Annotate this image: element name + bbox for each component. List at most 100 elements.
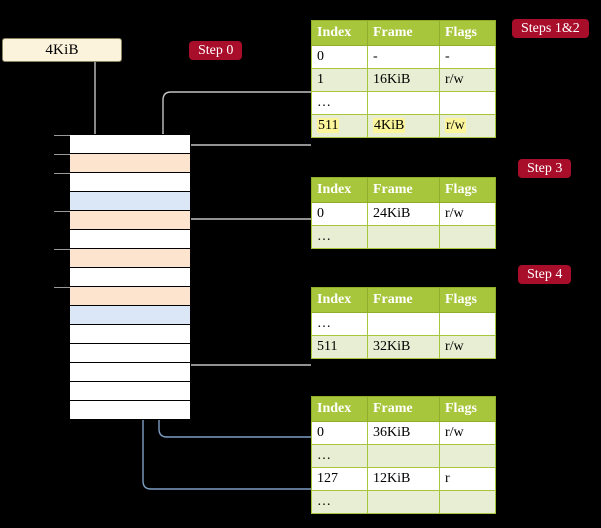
memory-row-tick-0 (54, 135, 70, 136)
cell-flags: r/w (439, 335, 496, 359)
cell-flags: r/w (439, 68, 496, 92)
memory-row-3 (70, 192, 190, 211)
cell-frame (367, 91, 440, 115)
cell-flags: r/w (439, 421, 496, 445)
cell-index: … (311, 91, 368, 115)
cell-index: 1 (311, 68, 368, 92)
table-row: … (311, 91, 496, 115)
memory-row-tick-6 (54, 249, 70, 250)
cell-frame (367, 444, 440, 468)
cell-frame: 16KiB (367, 68, 440, 92)
column-header-flags: Flags (439, 20, 496, 46)
memory-row-9 (70, 306, 190, 325)
cell-flags: r/w (439, 202, 496, 226)
cell-frame: 24KiB (367, 202, 440, 226)
cell-frame (367, 490, 440, 514)
cell-flags: r/w (439, 114, 496, 138)
cell-index: … (311, 490, 368, 514)
cell-index: … (311, 444, 368, 468)
memory-row-tick-8 (54, 287, 70, 288)
memory-row-4 (54, 211, 190, 230)
table-row: … (311, 312, 496, 336)
memory-column (54, 134, 191, 420)
cell-index: … (311, 225, 368, 249)
memory-row-6 (54, 249, 190, 268)
column-header-frame: Frame (367, 287, 440, 313)
table-row: … (311, 490, 496, 514)
cell-flags: r (439, 467, 496, 491)
badge-step-0-label: Step 0 (198, 43, 234, 58)
cell-frame (367, 225, 440, 249)
column-header-frame: Frame (367, 396, 440, 422)
memory-row-13 (70, 382, 190, 401)
cell-flags (439, 490, 496, 514)
column-header-flags: Flags (439, 287, 496, 313)
memory-row-5 (70, 230, 190, 249)
wire-table2-to-memory (180, 218, 311, 255)
cell-flags (439, 225, 496, 249)
memory-row-2 (54, 173, 190, 192)
cell-frame: - (367, 45, 440, 69)
memory-row-10 (70, 325, 190, 344)
source-frame-label: 4KiB (45, 42, 79, 58)
cell-frame: 32KiB (367, 335, 440, 359)
wire-table3-to-memory (171, 312, 311, 366)
table-row: 0-- (311, 45, 496, 69)
memory-row-1 (54, 154, 190, 173)
badge-steps-1-2: Steps 1&2 (512, 19, 589, 38)
badge-step-4-label: Step 4 (527, 267, 563, 282)
memory-row-11 (70, 344, 190, 363)
badge-step-4: Step 4 (518, 265, 572, 284)
table-row: … (311, 225, 496, 249)
memory-row-8 (54, 287, 190, 306)
cell-flags (439, 312, 496, 336)
column-header-flags: Flags (439, 396, 496, 422)
column-header-frame: Frame (367, 20, 440, 46)
column-header-index: Index (311, 20, 368, 46)
column-header-index: Index (311, 287, 368, 313)
cell-flags (439, 91, 496, 115)
cell-index: 0 (311, 45, 368, 69)
cell-frame: 12KiB (367, 467, 440, 491)
cell-frame: 4KiB (367, 114, 440, 138)
cell-index: … (311, 312, 368, 336)
cell-index: 511 (311, 114, 368, 138)
memory-row-14 (70, 401, 190, 420)
column-header-flags: Flags (439, 177, 496, 203)
memory-row-7 (70, 268, 190, 287)
cell-index: 0 (311, 421, 368, 445)
cell-index: 511 (311, 335, 368, 359)
badge-step-0: Step 0 (189, 41, 243, 60)
cell-flags: - (439, 45, 496, 69)
cell-flags (439, 444, 496, 468)
column-header-index: Index (311, 177, 368, 203)
source-frame-box: 4KiB (2, 38, 122, 62)
memory-row-tick-2 (54, 173, 70, 174)
column-header-frame: Frame (367, 177, 440, 203)
cell-index: 127 (311, 467, 368, 491)
badge-step-3: Step 3 (518, 159, 572, 178)
cell-index: 0 (311, 202, 368, 226)
memory-row-0 (54, 135, 190, 154)
cell-frame: 36KiB (367, 421, 440, 445)
column-header-index: Index (311, 396, 368, 422)
memory-row-12 (70, 363, 190, 382)
table-row: … (311, 444, 496, 468)
badge-steps-1-2-label: Steps 1&2 (521, 21, 580, 36)
memory-row-tick-4 (54, 211, 70, 212)
